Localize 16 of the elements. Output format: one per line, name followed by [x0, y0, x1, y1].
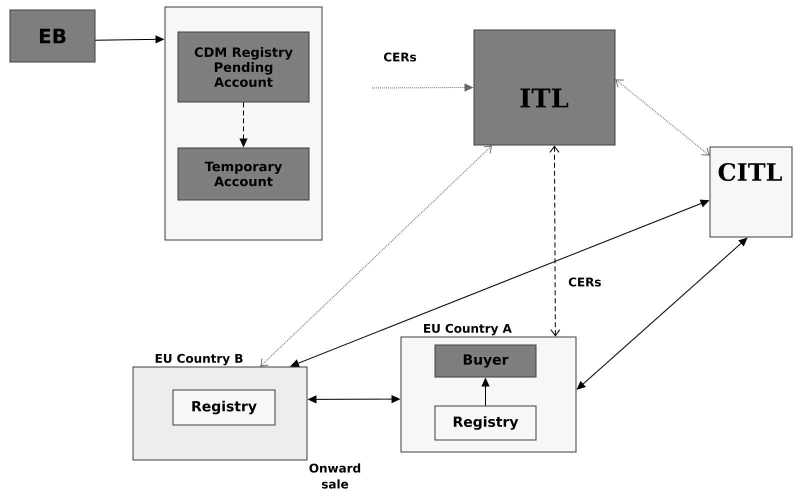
- arrow: [616, 79, 710, 156]
- box: Registry: [172, 390, 276, 426]
- box: CITL: [710, 146, 792, 238]
- node-label: EU Country B: [156, 354, 243, 366]
- arrow: [550, 146, 560, 336]
- arrow: [260, 146, 492, 366]
- dark-box: ITL: [474, 30, 616, 146]
- dark-box: Buyer: [434, 344, 536, 378]
- edge-label: CERs: [382, 51, 418, 62]
- dark-box: CDM Registry Pending Account: [178, 32, 310, 102]
- node-label: EU Country A: [424, 324, 512, 336]
- edge-label: CERs: [567, 276, 602, 288]
- dark-box: EB: [10, 10, 96, 62]
- note-label: Onward sale: [309, 463, 360, 489]
- dark-box: Temporary Account: [178, 148, 310, 200]
- box: Registry: [434, 406, 536, 440]
